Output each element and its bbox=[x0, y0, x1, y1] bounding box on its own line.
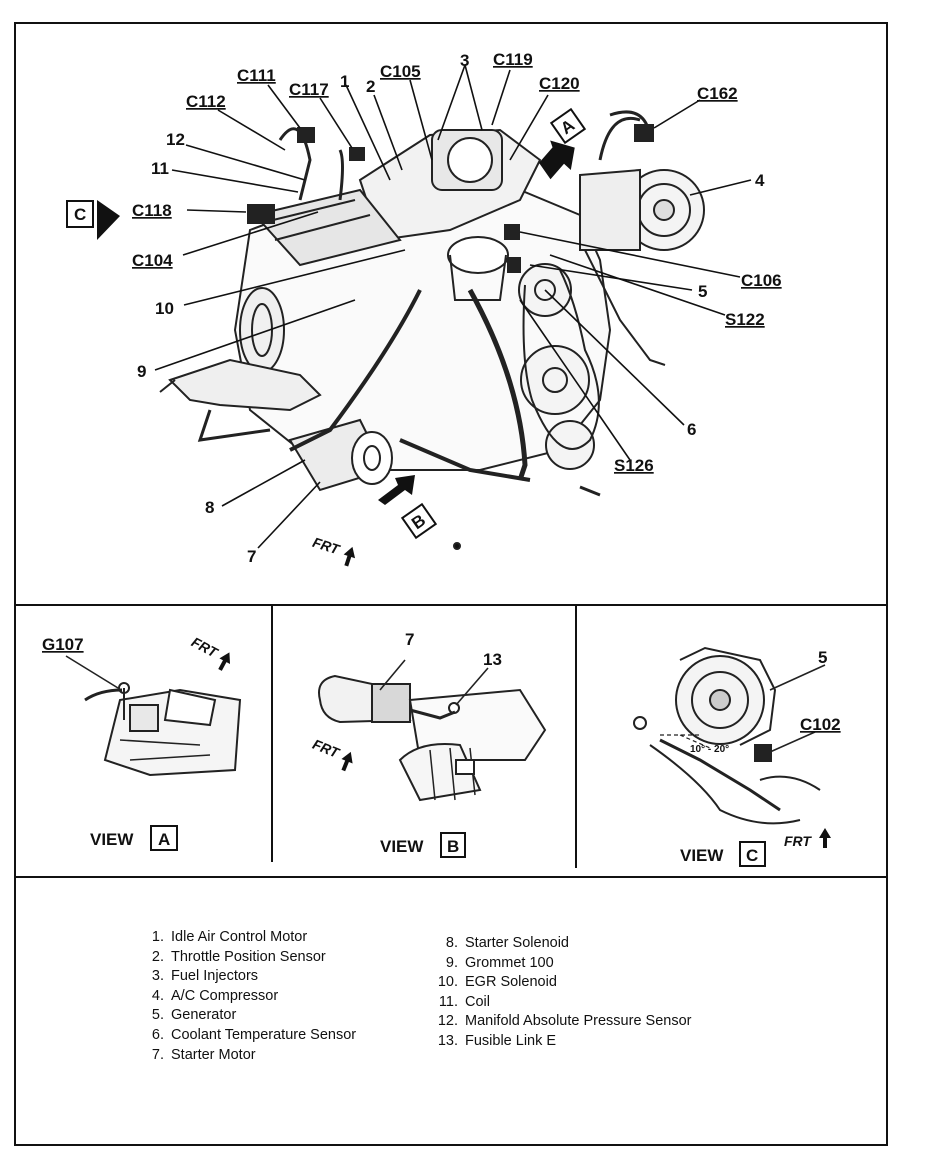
frt-main-label: FRT bbox=[311, 534, 343, 558]
view-c-angle-note: 10° - 20° bbox=[690, 744, 729, 755]
legend-item: 2. Throttle Position Sensor bbox=[140, 948, 356, 968]
view-b-callout-13: 13 bbox=[483, 650, 502, 669]
view-tag-c: C bbox=[66, 200, 120, 240]
label-c119: C119 bbox=[493, 50, 533, 69]
frt-view-a-label: FRT bbox=[189, 634, 222, 661]
legend-item-text: Manifold Absolute Pressure Sensor bbox=[465, 1013, 692, 1030]
legend-item-number: 6. bbox=[151, 1026, 164, 1043]
label-c105: C105 bbox=[380, 62, 421, 81]
legend-item: 7. Starter Motor bbox=[140, 1046, 356, 1066]
legend-item-text: Starter Motor bbox=[171, 1046, 256, 1063]
legend-item-text: Idle Air Control Motor bbox=[171, 929, 308, 945]
legend-item: 8. Starter Solenoid bbox=[434, 934, 692, 954]
label-c106: C106 bbox=[741, 271, 782, 290]
legend-item: 11. Coil bbox=[434, 993, 692, 1013]
callout-7: 7 bbox=[247, 547, 256, 566]
view-b-callout-7: 7 bbox=[405, 630, 414, 649]
view-b-illustration bbox=[318, 659, 547, 802]
callout-2: 2 bbox=[366, 77, 375, 96]
callout-5: 5 bbox=[698, 282, 707, 301]
callout-4: 4 bbox=[755, 171, 765, 190]
legend-item-text: Throttle Position Sensor bbox=[171, 948, 326, 965]
label-c111: C111 bbox=[237, 66, 276, 85]
view-b-letter: B bbox=[447, 837, 459, 856]
legend-item-number: 5. bbox=[151, 1007, 164, 1024]
label-c120: C120 bbox=[539, 74, 580, 93]
legend-item-number: 2. bbox=[151, 948, 164, 965]
legend-item: 6. Coolant Temperature Sensor bbox=[140, 1026, 356, 1046]
diagram-frame bbox=[14, 22, 888, 1146]
legend-item-number: 7. bbox=[151, 1046, 164, 1063]
frt-view-b-label: FRT bbox=[310, 736, 342, 761]
legend-item-number: 13. bbox=[437, 1032, 458, 1049]
legend-item: 4. A/C Compressor bbox=[140, 987, 356, 1007]
callout-3: 3 bbox=[460, 51, 469, 70]
legend-item: 10. EGR Solenoid bbox=[434, 973, 692, 993]
label-s126: S126 bbox=[614, 456, 654, 475]
callout-9: 9 bbox=[137, 362, 146, 381]
legend-item-number: 3. bbox=[151, 968, 164, 985]
legend-item: 3. Fuel Injectors bbox=[140, 967, 356, 987]
view-c-word: VIEW bbox=[680, 846, 724, 865]
view-c-callout-5: 5 bbox=[818, 648, 827, 667]
legend-item-text: Coolant Temperature Sensor bbox=[171, 1026, 357, 1043]
frt-view-b: FRT bbox=[310, 736, 353, 772]
view-b-word: VIEW bbox=[380, 837, 424, 856]
view-b-caption: VIEW B bbox=[380, 832, 466, 858]
label-c112: C112 bbox=[186, 92, 226, 111]
label-g107: G107 bbox=[42, 635, 84, 654]
view-a-caption: VIEW A bbox=[90, 825, 178, 851]
legend-item: 13. Fusible Link E bbox=[434, 1032, 692, 1052]
legend-item-text: A/C Compressor bbox=[171, 987, 279, 1004]
label-c117: C117 bbox=[289, 80, 329, 99]
legend-item-text: Fusible Link E bbox=[465, 1032, 557, 1049]
label-s122: S122 bbox=[725, 310, 765, 329]
legend-item: 1. Idle Air Control Motor bbox=[140, 928, 356, 948]
legend-item-number: 8. bbox=[445, 935, 458, 951]
legend-right: 8. Starter Solenoid 9. Grommet 100 10. EGR So… bbox=[434, 934, 692, 1052]
legend-item-number: 12. bbox=[437, 1013, 458, 1030]
callout-8: 8 bbox=[205, 498, 214, 517]
label-c162: C162 bbox=[697, 84, 738, 103]
label-c104: C104 bbox=[132, 251, 173, 270]
frt-main: FRT bbox=[311, 534, 356, 567]
legend-item-number: 1. bbox=[151, 929, 164, 945]
legend-item-number: 11. bbox=[438, 993, 458, 1010]
legend-item-text: EGR Solenoid bbox=[465, 974, 557, 991]
view-a-illustration bbox=[65, 655, 242, 777]
view-tag-c-letter: C bbox=[74, 205, 86, 224]
legend-item: 5. Generator bbox=[140, 1006, 356, 1026]
legend-left: 1. Idle Air Control Motor 2. Throttle Posit… bbox=[140, 928, 356, 1065]
view-c-caption: VIEW C bbox=[680, 841, 766, 867]
legend-item-number: 10. bbox=[437, 974, 458, 991]
frt-view-c-label: FRT bbox=[784, 833, 812, 849]
legend-item-text: Grommet 100 bbox=[465, 954, 554, 971]
legend-item-number: 4. bbox=[151, 987, 164, 1004]
legend-item: 12. Manifold Absolute Pressure Sensor bbox=[434, 1012, 692, 1032]
callout-10: 10 bbox=[155, 299, 174, 318]
callout-1: 1 bbox=[340, 72, 349, 91]
legend-item: 9. Grommet 100 bbox=[434, 954, 692, 974]
label-c102: C102 bbox=[800, 715, 841, 734]
leader-lines bbox=[154, 64, 752, 549]
view-c-letter: C bbox=[746, 846, 758, 865]
legend-item-text: Starter Solenoid bbox=[465, 935, 569, 951]
legend-item-text: Fuel Injectors bbox=[171, 968, 259, 985]
legend-item-text: Coil bbox=[465, 993, 490, 1010]
frt-view-c: FRT bbox=[784, 828, 831, 849]
view-a-word: VIEW bbox=[90, 830, 134, 849]
view-tag-a: A bbox=[539, 107, 587, 180]
view-tag-b: B bbox=[378, 475, 438, 540]
legend-item-text: Generator bbox=[171, 1007, 237, 1024]
engine-illustration bbox=[159, 110, 705, 550]
view-a-letter: A bbox=[158, 830, 170, 849]
callout-6: 6 bbox=[687, 420, 696, 439]
view-c-illustration bbox=[633, 646, 826, 825]
frt-view-a: FRT bbox=[189, 634, 231, 671]
callout-11: 11 bbox=[151, 159, 169, 178]
legend-item-number: 9. bbox=[445, 954, 458, 971]
callout-12: 12 bbox=[166, 130, 185, 149]
label-c118: C118 bbox=[132, 201, 172, 220]
